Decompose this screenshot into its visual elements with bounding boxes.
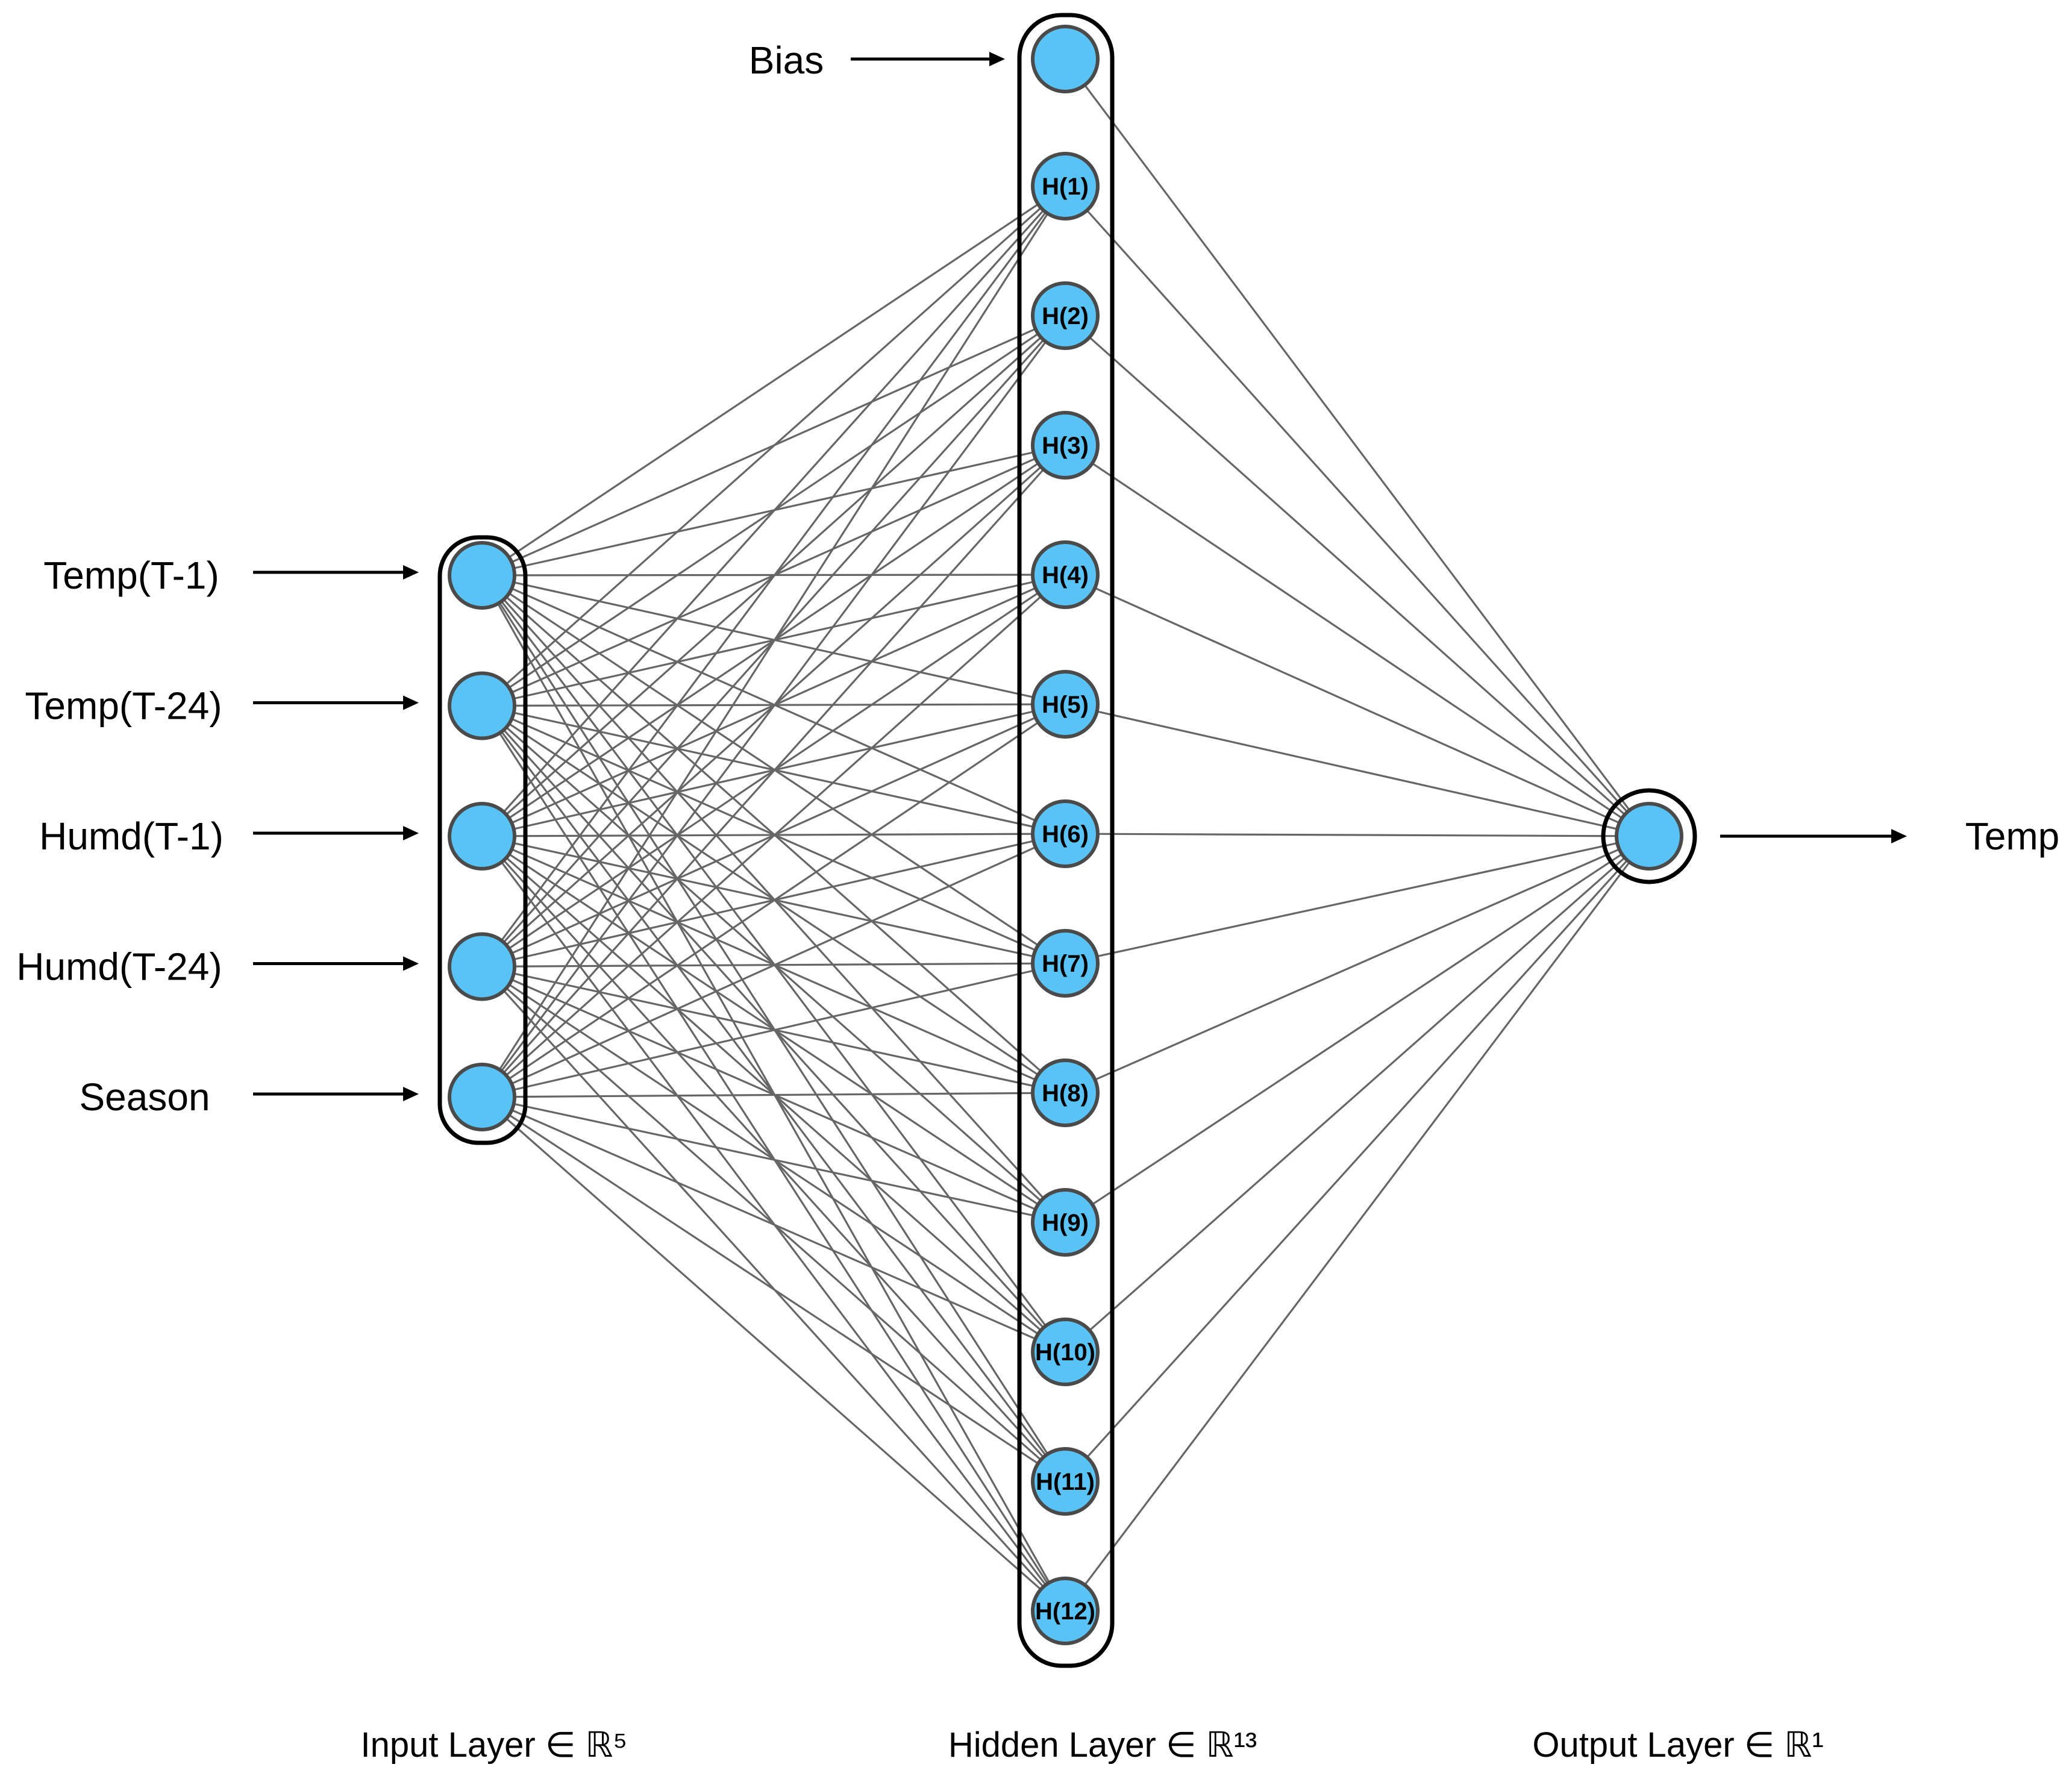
edge-hidden-5-output [1065,703,1650,837]
hidden-neuron-label: H(11) [1036,1469,1095,1495]
edge-hidden-1-output [1064,185,1650,837]
hidden-neuron [1031,411,1100,480]
edge-input-5-hidden-1 [481,186,1066,1098]
input-neuron [448,1063,516,1131]
edge-hidden-9-output [1065,835,1650,1224]
input-label: Humd(T-24) [16,945,222,989]
edge-hidden-11-output [1064,835,1650,1483]
edge-input-5-hidden-12 [481,1096,1066,1612]
output-layer-title: Output Layer ∈ ℝ¹ [1532,1725,1823,1765]
edge-hidden-3-output [1065,444,1650,837]
input-layer-title: Input Layer ∈ ℝ⁵ [361,1725,628,1765]
hidden-neuron [1031,799,1100,868]
hidden-neuron [1031,1318,1100,1386]
edge-hidden-7-output [1065,835,1650,965]
bias-arrow-head [989,52,1005,66]
edge-input-5-hidden-3 [481,444,1066,1098]
hidden-neuron [1031,929,1100,998]
input-neuron [448,802,516,871]
hidden-neuron-label: H(3) [1042,433,1089,459]
hidden-neuron [1031,281,1100,350]
edge-input-4-hidden-1 [481,186,1066,968]
hidden-neuron-label: H(8) [1042,1080,1089,1107]
edge-hidden-4-output [1065,574,1650,837]
hidden-neuron-label: H(9) [1042,1210,1089,1236]
hidden-neuron-label: H(4) [1042,562,1089,589]
hidden-neuron [1031,1577,1100,1645]
edge-hidden-2-output [1064,314,1650,837]
hidden-neuron-label: H(12) [1035,1598,1095,1625]
hidden-layer-box [1017,13,1115,1668]
input-label: Temp(T-24) [25,684,222,728]
edge-input-5-hidden-5 [481,703,1066,1098]
edge-hidden-8-output [1065,835,1650,1094]
hidden-layer-title: Hidden Layer ∈ ℝ¹³ [948,1725,1257,1765]
hidden-neuron-label: H(5) [1042,692,1089,718]
edge-hidden-12-output [1064,836,1650,1612]
edge-input-5-hidden-9 [481,1096,1066,1224]
input-neuron [448,541,516,610]
hidden-neuron [1031,540,1100,609]
edge-input-5-hidden-7 [481,962,1066,1098]
input-arrow-5-head [403,1087,419,1101]
hidden-neuron-label: H(10) [1035,1339,1095,1366]
edge-input-5-hidden-4 [481,574,1066,1098]
input-label: Season [79,1075,210,1119]
input-layer-box [437,535,528,1145]
edge-input-5-hidden-10 [481,1096,1066,1353]
edge-input-5-hidden-2 [481,315,1066,1098]
hidden-neuron [1031,1058,1100,1127]
edge-input-1-hidden-1 [481,185,1066,577]
input-arrow-1-head [403,565,419,580]
input-label: Humd(T-1) [39,814,224,858]
arrows [253,52,1907,1101]
output-arrow-head [1891,829,1907,843]
hidden-neuron-label: H(2) [1042,303,1089,330]
input-neuron [448,671,516,740]
edge-input-3-hidden-1 [481,185,1066,837]
labels: Temp(T-1) Temp(T-24) Humd(T-1) Humd(T-24) Se… [16,39,2059,1119]
hidden-neuron [1031,1447,1100,1516]
hidden-neuron [1031,1188,1100,1257]
edge-hidden-6-output [1065,833,1650,837]
bias-neuron [1031,25,1100,93]
bias-label: Bias [749,39,824,82]
hidden-neuron [1031,670,1100,739]
input-arrow-2-head [403,695,419,710]
input-arrow-3-head [403,826,419,840]
edge-input-2-hidden-1 [481,185,1066,707]
edge-input-5-hidden-8 [481,1092,1066,1098]
connections [481,58,1650,1612]
output-label: Temp [1965,814,2060,858]
hidden-neuron-label: H(7) [1042,951,1089,977]
input-arrow-4-head [403,956,419,971]
input-label: Temp(T-1) [43,554,219,597]
hidden-neuron-label: H(1) [1042,174,1089,200]
edge-input-5-hidden-11 [481,1096,1066,1483]
hidden-neuron-label: H(6) [1042,821,1089,848]
output-neuron [1615,802,1683,871]
hidden-neuron [1031,152,1100,220]
neurons: H(1) H(2) H(3) H(4) H(5) H(6) H(7) H(8) H(9) H(10… [448,25,1683,1645]
output-layer-box [1601,788,1697,884]
input-neuron [448,932,516,1001]
edge-input-5-hidden-6 [481,833,1066,1098]
edge-hidden-10-output [1064,835,1650,1353]
edge-bias-output [1064,58,1650,837]
